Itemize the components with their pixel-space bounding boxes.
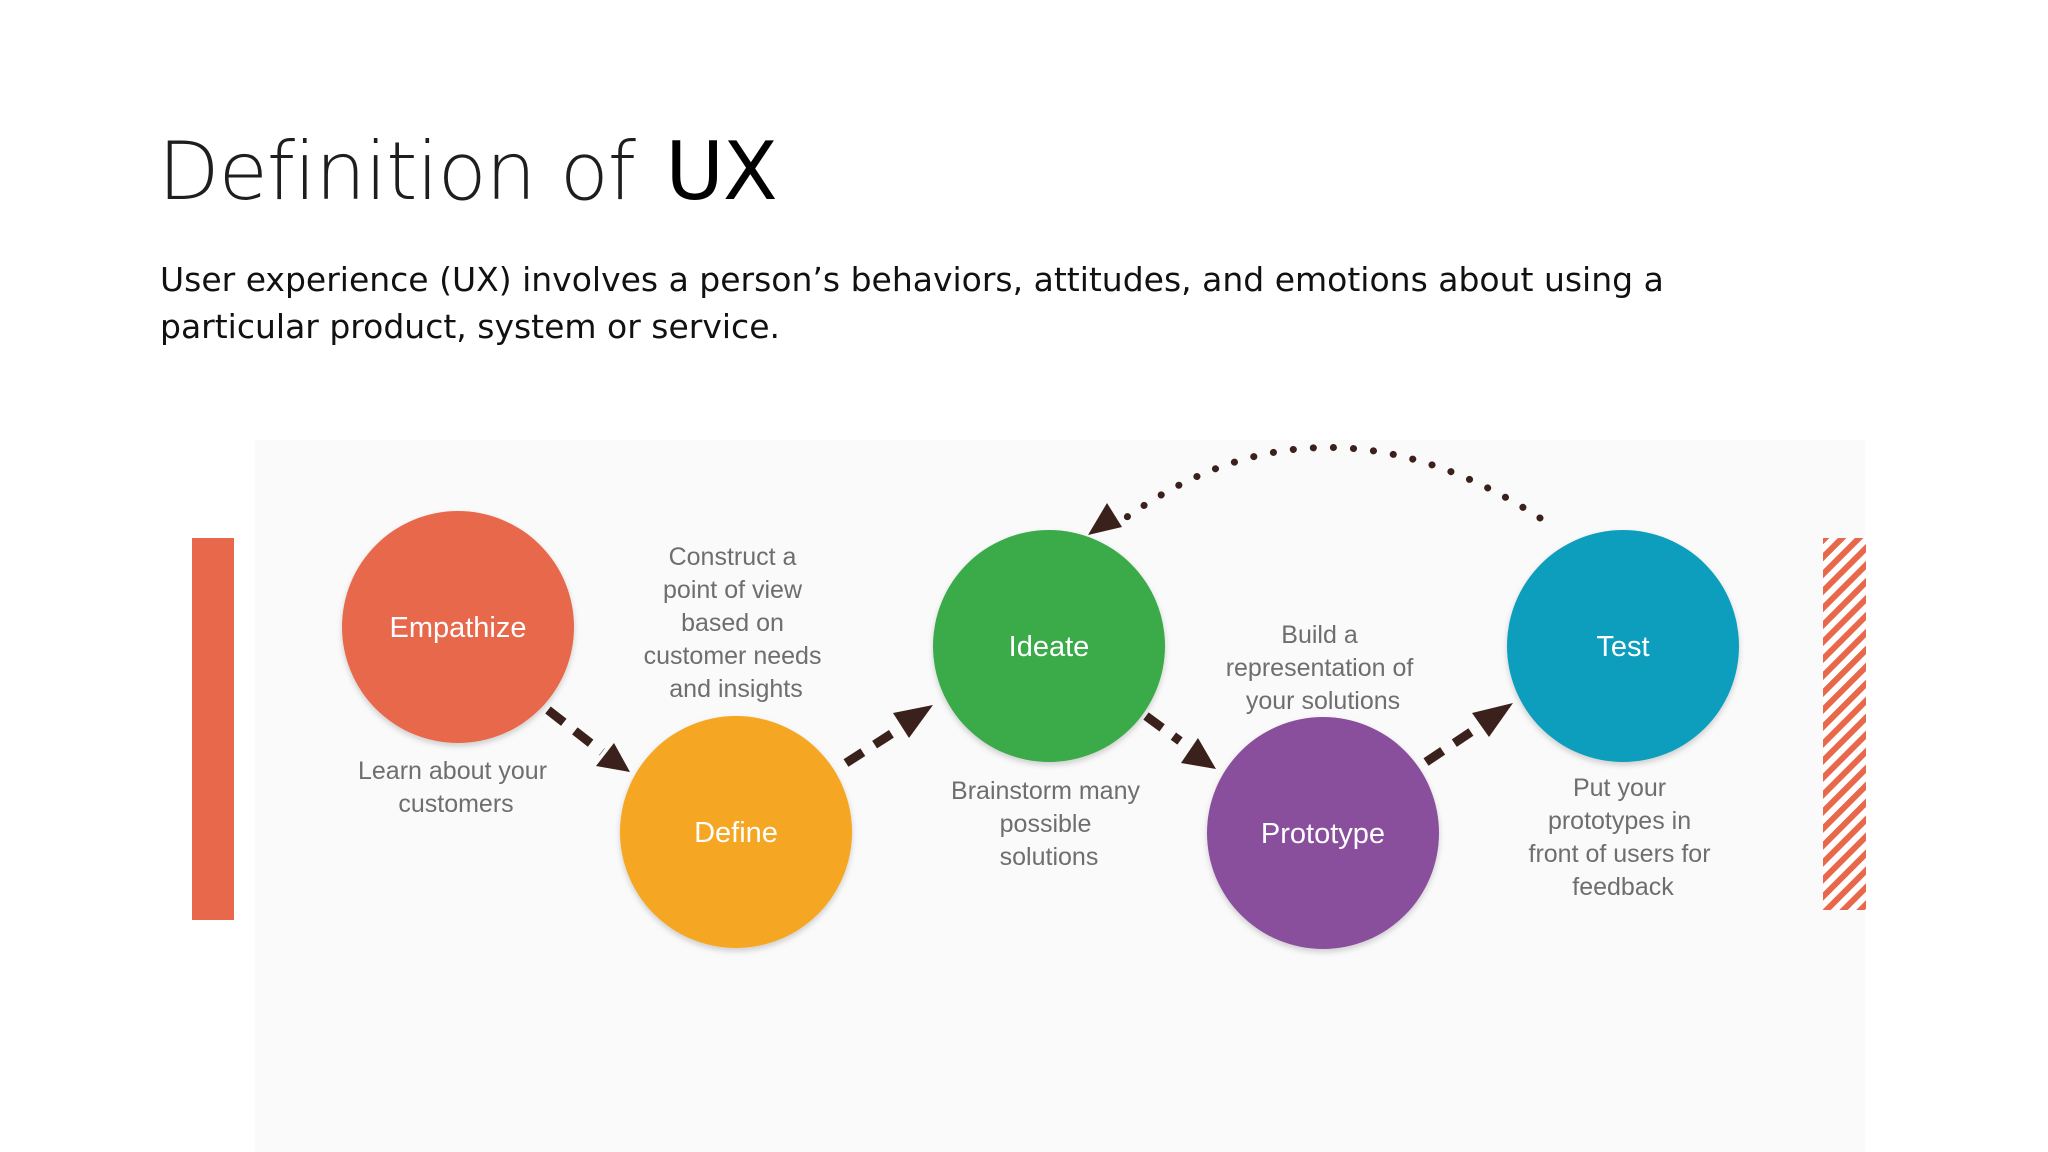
caption-line: Build a (1281, 621, 1358, 649)
stage-label-prototype: Prototype (1261, 818, 1385, 850)
arrow-prototype-test (1423, 722, 1483, 766)
feedback-loop-dotted (1116, 444, 1544, 526)
arrow-empathize-define (545, 706, 605, 756)
stage-circle-prototype (1207, 717, 1439, 949)
caption-line: and insights (669, 675, 802, 703)
slide-body-text: User experience (UX) involves a person’s… (160, 260, 1664, 346)
caption-line: customers (398, 790, 513, 818)
caption-line: front of users for (1529, 840, 1711, 868)
caption-prototype: Build a representation of your solutions (1226, 621, 1421, 715)
arrow-heads (596, 703, 1513, 772)
caption-line: Put your (1573, 774, 1666, 802)
stage-label-define: Define (694, 817, 778, 849)
slide-title-emphasis: UX (665, 125, 777, 218)
caption-line: your solutions (1246, 687, 1400, 715)
stage-label-test: Test (1596, 631, 1649, 663)
caption-empathize: Learn about your customers (358, 757, 554, 818)
slide-title: Definition of UX (158, 112, 778, 232)
caption-line: prototypes in (1548, 807, 1691, 835)
feedback-loop-arrowhead (1088, 503, 1122, 535)
stage-label-empathize: Empathize (389, 612, 526, 644)
caption-line: based on (681, 609, 784, 637)
arrowhead-prototype (1181, 738, 1216, 769)
caption-line: point of view (663, 576, 803, 604)
stage-circle-define (620, 716, 852, 948)
caption-line: representation of (1226, 654, 1414, 682)
flow-arrows (545, 706, 1483, 767)
stage-circle-empathize (342, 511, 574, 743)
caption-line: customer needs (644, 642, 822, 670)
arrow-define-ideate (843, 723, 905, 767)
slide-title-prefix: Definition of (158, 125, 636, 218)
stage-label-ideate: Ideate (1009, 631, 1090, 663)
caption-line: feedback (1572, 873, 1674, 901)
caption-line: Construct a (669, 543, 797, 571)
stage-circle-ideate (933, 530, 1165, 762)
caption-line: Brainstorm many (951, 777, 1140, 805)
arrow-ideate-prototype (1143, 712, 1183, 745)
arrowhead-ideate (893, 705, 933, 738)
caption-ideate: Brainstorm many possible solutions (951, 777, 1147, 871)
caption-define: Construct a point of view based on custo… (644, 543, 829, 703)
caption-line: solutions (1000, 843, 1099, 871)
arrowhead-define (596, 743, 630, 772)
caption-line: possible (1000, 810, 1092, 838)
right-accent-bar (1823, 538, 1866, 910)
caption-line: Learn about your (358, 757, 547, 785)
left-accent-bar (192, 538, 234, 920)
arrowhead-test (1472, 703, 1513, 737)
caption-test: Put your prototypes in front of users fo… (1529, 774, 1718, 901)
stage-circle-test (1507, 530, 1739, 762)
